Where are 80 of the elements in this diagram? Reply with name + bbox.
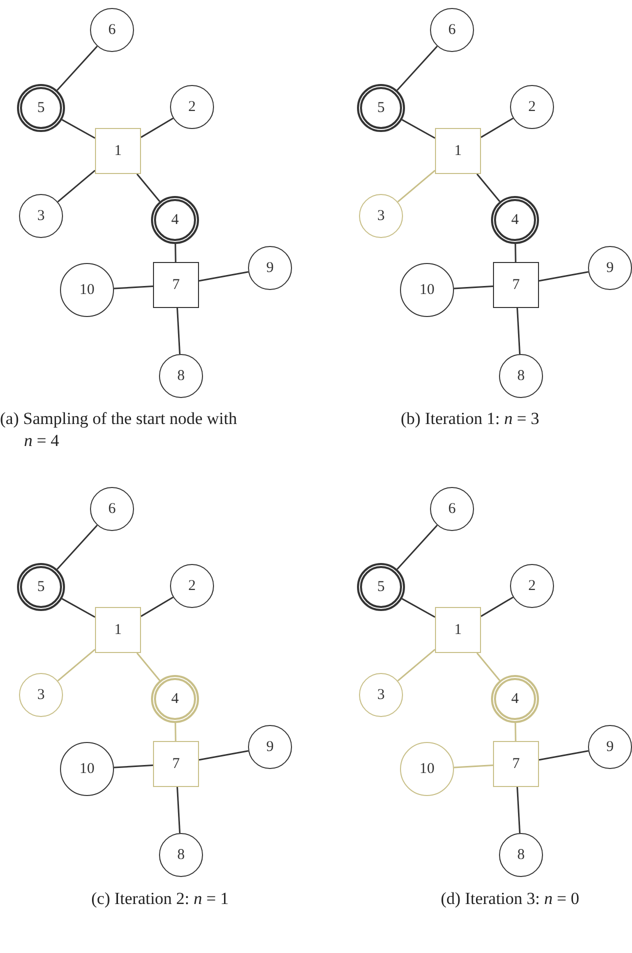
circle-node: 8 <box>159 833 203 877</box>
connector-line <box>516 308 521 354</box>
double-circle-node: 5 <box>357 84 405 132</box>
connector-line <box>62 598 96 618</box>
connector-line <box>480 596 514 617</box>
double-circle-node: 5 <box>17 563 65 611</box>
square-node: 1 <box>435 128 481 174</box>
connector-line <box>397 648 436 682</box>
circle-node: 9 <box>588 725 632 769</box>
connector-line <box>480 118 514 138</box>
circle-node: 10 <box>60 263 114 317</box>
connector-line <box>198 271 248 282</box>
circle-node: 8 <box>499 354 543 398</box>
circle-node: 8 <box>159 354 203 398</box>
connector-line <box>114 764 154 768</box>
connector-line <box>476 652 500 681</box>
connector-line <box>140 118 174 138</box>
connector-line <box>538 271 588 282</box>
connector-line <box>56 46 98 91</box>
connector-line <box>57 170 96 202</box>
double-circle-node: 4 <box>151 675 199 723</box>
circle-node: 9 <box>248 725 292 769</box>
circle-node: 6 <box>430 487 474 531</box>
connector-line <box>454 286 494 290</box>
circle-node: 6 <box>90 8 134 52</box>
connector-line <box>140 596 174 617</box>
connector-line <box>397 170 436 202</box>
connector-line <box>136 174 160 202</box>
connector-line <box>396 524 438 570</box>
connector-line <box>136 652 160 681</box>
square-node: 7 <box>493 262 539 308</box>
circle-node: 9 <box>248 246 292 290</box>
circle-node: 9 <box>588 246 632 290</box>
connector-line <box>402 598 436 618</box>
circle-node: 8 <box>499 833 543 877</box>
square-node: 1 <box>95 128 141 174</box>
caption: (b) Iteration 1: n = 3 <box>400 408 540 430</box>
circle-node: 2 <box>510 564 554 608</box>
connector-line <box>62 119 96 139</box>
connector-line <box>114 286 154 290</box>
double-circle-node: 4 <box>491 196 539 244</box>
connector-line <box>57 648 96 682</box>
circle-node: 2 <box>170 564 214 608</box>
square-node: 7 <box>493 741 539 787</box>
circle-node: 3 <box>359 673 403 717</box>
caption: (d) Iteration 3: n = 0 <box>440 888 580 910</box>
double-circle-node: 4 <box>151 196 199 244</box>
circle-node: 2 <box>170 85 214 129</box>
connector-line <box>516 786 521 834</box>
circle-node: 6 <box>430 8 474 52</box>
connector-line <box>402 119 436 139</box>
connector-line <box>56 524 98 570</box>
square-node: 7 <box>153 262 199 308</box>
double-circle-node: 5 <box>357 563 405 611</box>
connector-line <box>396 46 438 91</box>
connector-line <box>514 722 516 742</box>
square-node: 7 <box>153 741 199 787</box>
connector-line <box>176 786 181 834</box>
circle-node: 10 <box>400 263 454 317</box>
double-circle-node: 5 <box>17 84 65 132</box>
circle-node: 2 <box>510 85 554 129</box>
circle-node: 3 <box>19 194 63 238</box>
connector-line <box>514 244 516 262</box>
connector-line <box>476 174 500 202</box>
connector-line <box>538 750 588 761</box>
connector-line <box>174 244 176 262</box>
circle-node: 3 <box>359 194 403 238</box>
square-node: 1 <box>95 607 141 653</box>
caption: (a) Sampling of the start node with n = 4 <box>0 408 238 452</box>
circle-node: 10 <box>400 742 454 796</box>
circle-node: 10 <box>60 742 114 796</box>
double-circle-node: 4 <box>491 675 539 723</box>
circle-node: 3 <box>19 673 63 717</box>
connector-line <box>198 750 248 761</box>
connector-line <box>176 308 181 354</box>
square-node: 1 <box>435 607 481 653</box>
circle-node: 6 <box>90 487 134 531</box>
connector-line <box>174 722 176 742</box>
caption: (c) Iteration 2: n = 1 <box>90 888 230 910</box>
connector-line <box>454 764 494 768</box>
